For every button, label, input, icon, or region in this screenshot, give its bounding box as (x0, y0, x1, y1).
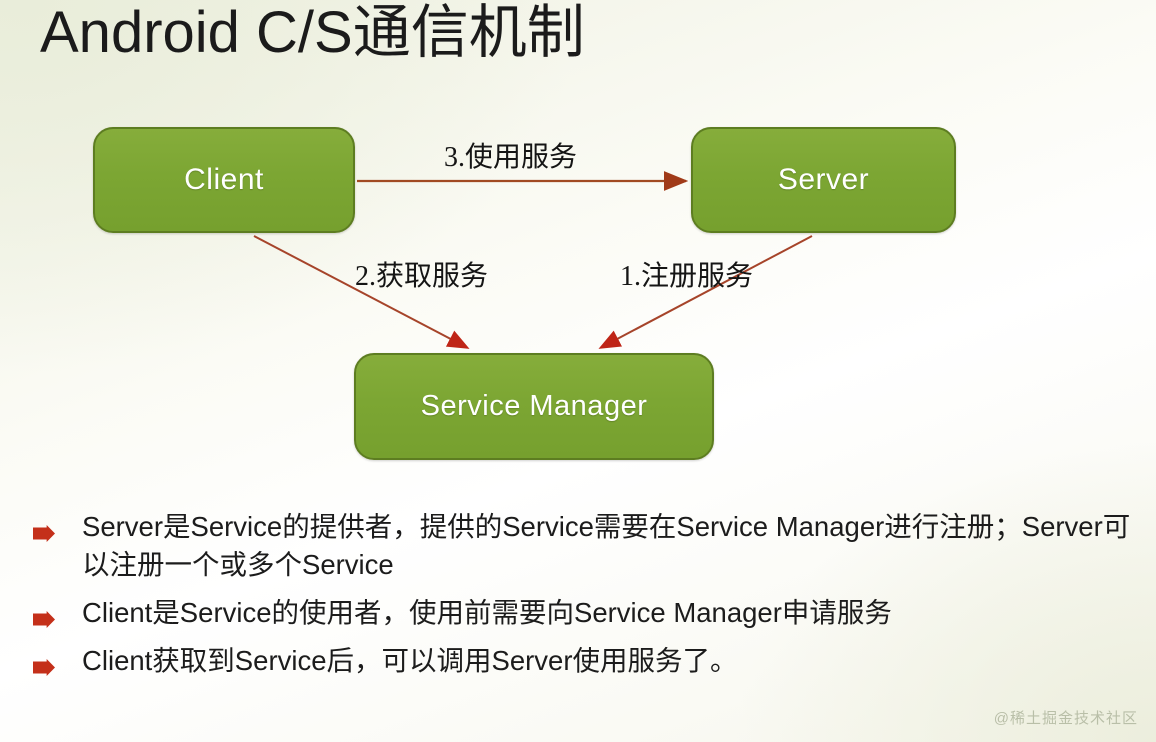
arrow-server-to-service-manager (598, 235, 813, 349)
list-item: Client获取到Service后，可以调用Server使用服务了。 (0, 642, 1156, 680)
list-item-text: Server是Service的提供者，提供的Service需要在Service … (82, 511, 1131, 580)
diagram-node-server[interactable]: Server (691, 127, 956, 233)
node-label-server: Server (777, 163, 870, 196)
node-label-service-manager: Service Manager (420, 390, 648, 422)
list-item: Server是Service的提供者，提供的Service需要在Service … (0, 508, 1156, 584)
list-item-text: Client获取到Service后，可以调用Server使用服务了。 (82, 645, 738, 676)
bullet-list: Server是Service的提供者，提供的Service需要在Service … (0, 508, 1156, 690)
diagram-arrows (253, 171, 813, 349)
page-title: Android C/S通信机制 (40, 0, 585, 65)
arrow-label-get-service: 2.获取服务 (355, 261, 489, 292)
node-label-client: Client (184, 163, 264, 196)
list-item: Client是Service的使用者，使用前需要向Service Manager… (0, 594, 1156, 632)
arrow-label-register-service: 1.注册服务 (620, 261, 754, 292)
list-item-text: Client是Service的使用者，使用前需要向Service Manager… (82, 597, 892, 628)
diagram-node-client[interactable]: Client (93, 127, 355, 233)
diagram-node-service-manager[interactable]: Service Manager (354, 353, 714, 460)
watermark: @稀土掘金技术社区 (993, 710, 1138, 727)
cs-architecture-diagram: Client Server Service Manager 3.使用服务 2.获… (93, 127, 956, 460)
arrow-client-to-service-manager (253, 235, 470, 349)
arrow-label-use-service: 3.使用服务 (444, 142, 578, 173)
